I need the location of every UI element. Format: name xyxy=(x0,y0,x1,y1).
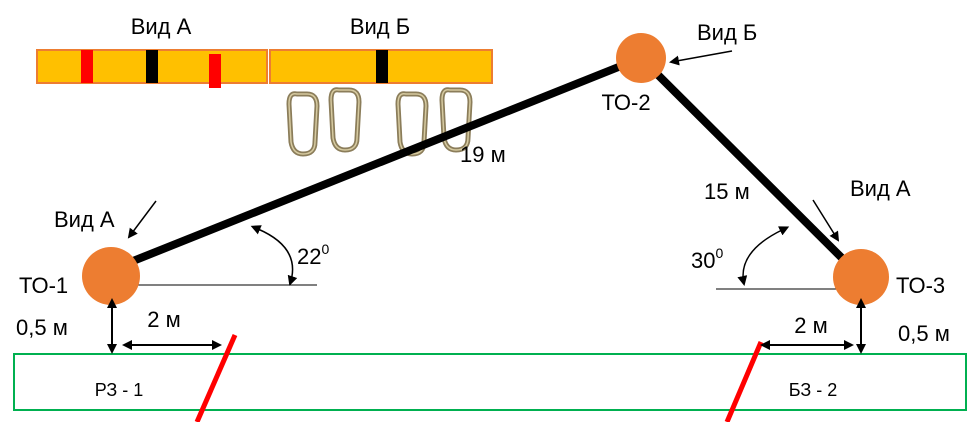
legend-view-b: Вид Б xyxy=(269,14,493,157)
node-to2 xyxy=(616,33,666,83)
carabiner-icon xyxy=(439,87,473,153)
rope-length-left: 19 м xyxy=(460,142,506,167)
legend-view-b-label: Вид Б xyxy=(350,14,410,39)
callout-arrow-to3 xyxy=(812,199,840,242)
callout-arrow-to1 xyxy=(127,200,157,239)
rope-left xyxy=(111,54,643,273)
dim-height-right-label: 0,5 м xyxy=(898,321,950,346)
callout-view-a-to1: Вид А xyxy=(54,207,115,232)
callout-arrow-to2 xyxy=(669,50,733,66)
node-label-to2: ТО-2 xyxy=(601,90,650,115)
callout-view-a-to3: Вид А xyxy=(850,176,911,201)
node-to1 xyxy=(82,247,140,305)
angle-arc-right xyxy=(737,226,790,286)
view-a-black-mark xyxy=(146,50,158,83)
angle-arc-left xyxy=(250,225,298,286)
ground-zone xyxy=(13,353,967,411)
carabiner-icon xyxy=(286,91,320,157)
view-b-black-mark xyxy=(376,50,388,83)
carabiner-icon xyxy=(395,91,429,157)
rope-right xyxy=(638,55,864,280)
node-label-to1: ТО-1 xyxy=(19,273,68,298)
zone-label-right: БЗ - 2 xyxy=(789,380,838,400)
dim-height-left-label: 0,5 м xyxy=(16,315,68,340)
legend-view-a-label: Вид А xyxy=(131,14,192,39)
boundary-line-right xyxy=(724,341,764,422)
angle-label-right: 300 xyxy=(691,245,723,273)
dim-offset-right-label: 2 м xyxy=(794,313,827,338)
view-a-red-mark-1 xyxy=(81,50,93,83)
rope-length-right: 15 м xyxy=(704,179,750,204)
node-to3 xyxy=(833,249,889,305)
carabiner-icon xyxy=(328,87,362,153)
callout-view-b-to2: Вид Б xyxy=(697,20,757,45)
node-label-to3: ТО-3 xyxy=(896,273,945,298)
boundary-line-left xyxy=(194,333,238,422)
zone-label-left: РЗ - 1 xyxy=(95,380,144,400)
view-a-red-mark-2 xyxy=(209,54,221,88)
legend-view-a: Вид А xyxy=(36,14,268,88)
angle-label-left: 220 xyxy=(297,241,329,269)
dim-offset-left-label: 2 м xyxy=(147,307,180,332)
